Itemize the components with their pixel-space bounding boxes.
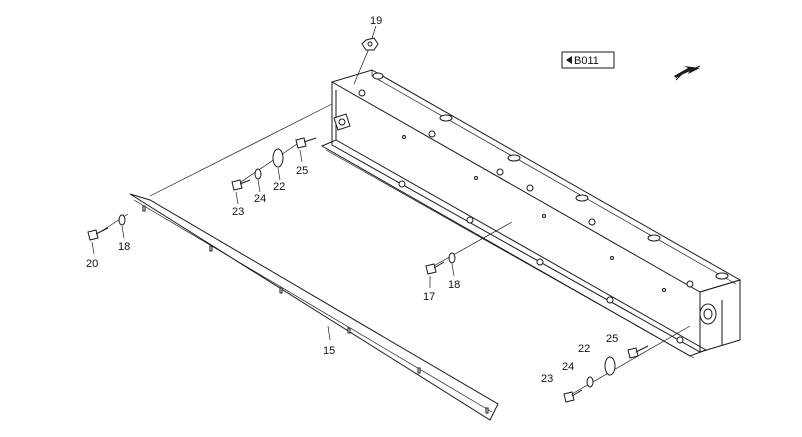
- fasteners-left: [87, 214, 126, 241]
- fastener-19: [361, 37, 379, 51]
- fasteners-lower-right: [563, 345, 649, 403]
- fasteners-upper-left: [231, 137, 317, 191]
- label-18-left: 18: [118, 241, 130, 253]
- label-19: 19: [370, 15, 382, 27]
- label-15: 15: [323, 345, 335, 357]
- label-25-lower: 25: [606, 333, 618, 345]
- reference-arrow-icon: [566, 56, 572, 64]
- label-23-upper: 23: [232, 206, 244, 218]
- reference-code: B011: [574, 55, 599, 67]
- label-23-lower: 23: [541, 373, 553, 385]
- label-17: 17: [423, 291, 435, 303]
- reference-box: B011: [561, 51, 615, 69]
- alignment-lines: [99, 45, 691, 395]
- label-leaders: [91, 25, 455, 341]
- label-25-upper: 25: [296, 165, 308, 177]
- strip-part-15: [129, 193, 499, 421]
- fasteners-center: [425, 252, 456, 275]
- label-22-upper: 22: [273, 181, 285, 193]
- label-24-upper: 24: [254, 193, 266, 205]
- label-24-lower: 24: [562, 361, 574, 373]
- direction-arrow-icon: [674, 65, 701, 81]
- label-18-center: 18: [448, 279, 460, 291]
- channel-frame: [320, 69, 742, 359]
- label-22-lower: 22: [578, 343, 590, 355]
- label-20: 20: [86, 258, 98, 270]
